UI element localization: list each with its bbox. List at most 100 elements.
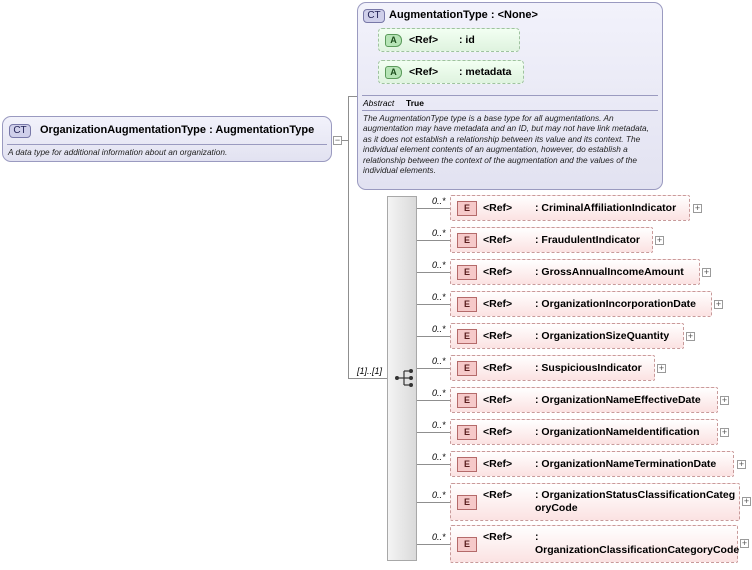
element-connector (417, 464, 450, 465)
element-organization-incorporation-date[interactable]: E <Ref> : OrganizationIncorporationDate (450, 291, 712, 317)
element-name: : CriminalAffiliationIndicator (535, 202, 677, 214)
element-organization-name-identification[interactable]: E <Ref> : OrganizationNameIdentification (450, 419, 718, 445)
element-gross-annual-income-amount[interactable]: E <Ref> : GrossAnnualIncomeAmount (450, 259, 700, 285)
attribute-name: : metadata (459, 66, 512, 78)
element-cardinality: 0..* (432, 452, 446, 462)
element-connector (417, 368, 450, 369)
element-cardinality: 0..* (432, 532, 446, 542)
element-icon: E (457, 297, 477, 312)
element-ref-label: <Ref> (483, 362, 513, 374)
abstract-divider (362, 110, 658, 111)
base-type-description: The AugmentationType type is a base type… (363, 113, 649, 176)
element-connector (417, 304, 450, 305)
element-expand-toggle[interactable]: + (693, 203, 702, 213)
element-name: : OrganizationStatusClassificationCatego… (535, 489, 736, 514)
element-cardinality: 0..* (432, 388, 446, 398)
attribute-icon: A (385, 34, 402, 47)
element-connector (417, 240, 450, 241)
main-type-title: OrganizationAugmentationType : Augmentat… (40, 124, 315, 136)
element-icon: E (457, 201, 477, 216)
sequence-cardinality: [1]..[1] (357, 366, 383, 376)
connector-trunk (348, 96, 349, 378)
element-icon: E (457, 233, 477, 248)
element-cardinality: 0..* (432, 324, 446, 334)
element-ref-label: <Ref> (483, 234, 513, 246)
connector-trunk-to-base (348, 96, 360, 97)
element-icon: E (457, 329, 477, 344)
element-suspicious-indicator[interactable]: E <Ref> : SuspiciousIndicator (450, 355, 655, 381)
element-expand-toggle[interactable]: + (740, 538, 749, 548)
abstract-label: Abstract (363, 98, 395, 108)
element-ref-label: <Ref> (483, 426, 513, 438)
base-type-divider (362, 95, 658, 96)
sequence-icon (395, 369, 413, 387)
element-organization-name-termination-date[interactable]: E <Ref> : OrganizationNameTerminationDat… (450, 451, 734, 477)
element-icon: E (457, 457, 477, 472)
element-organization-name-effective-date[interactable]: E <Ref> : OrganizationNameEffectiveDate (450, 387, 718, 413)
element-connector (417, 400, 450, 401)
attribute-ref-label: <Ref> (409, 34, 439, 46)
element-name: : GrossAnnualIncomeAmount (535, 266, 684, 278)
main-complex-type[interactable]: CT OrganizationAugmentationType : Augmen… (2, 116, 332, 162)
complex-type-icon: CT (9, 124, 31, 138)
element-cardinality: 0..* (432, 260, 446, 270)
element-ref-label: <Ref> (483, 489, 513, 501)
element-cardinality: 0..* (432, 356, 446, 366)
element-connector (417, 432, 450, 433)
attribute-icon: A (385, 66, 402, 79)
element-cardinality: 0..* (432, 228, 446, 238)
base-complex-type[interactable]: CT AugmentationType : <None> Abstract Tr… (357, 2, 663, 190)
element-criminal-affiliation-indicator[interactable]: E <Ref> : CriminalAffiliationIndicator (450, 195, 690, 221)
element-icon: E (457, 495, 477, 510)
element-name: : OrganizationNameIdentification (535, 426, 700, 438)
element-expand-toggle[interactable]: + (655, 235, 664, 245)
attribute-metadata[interactable]: A <Ref> : metadata (378, 60, 524, 84)
element-expand-toggle[interactable]: + (742, 496, 751, 506)
attribute-ref-label: <Ref> (409, 66, 439, 78)
attribute-id[interactable]: A <Ref> : id (378, 28, 520, 52)
complex-type-icon: CT (363, 9, 385, 23)
element-name: : OrganizationIncorporationDate (535, 298, 697, 310)
element-cardinality: 0..* (432, 196, 446, 206)
element-icon: E (457, 425, 477, 440)
element-icon: E (457, 537, 477, 552)
element-fraudulent-indicator[interactable]: E <Ref> : FraudulentIndicator (450, 227, 653, 253)
element-expand-toggle[interactable]: + (686, 331, 695, 341)
element-connector (417, 502, 450, 503)
element-expand-toggle[interactable]: + (737, 459, 746, 469)
element-organization-size-quantity[interactable]: E <Ref> : OrganizationSizeQuantity (450, 323, 684, 349)
main-type-collapse-toggle[interactable]: − (333, 135, 342, 145)
connector-trunk-to-sequence (348, 378, 388, 379)
element-cardinality: 0..* (432, 292, 446, 302)
element-ref-label: <Ref> (483, 298, 513, 310)
element-name: : OrganizationClassificationCategoryCode (535, 531, 740, 556)
main-type-divider (7, 144, 327, 145)
element-connector (417, 272, 450, 273)
element-name: : SuspiciousIndicator (535, 362, 642, 374)
abstract-value: True (406, 98, 424, 108)
element-icon: E (457, 265, 477, 280)
element-connector (417, 208, 450, 209)
element-ref-label: <Ref> (483, 330, 513, 342)
element-connector (417, 544, 450, 545)
element-connector (417, 336, 450, 337)
element-cardinality: 0..* (432, 490, 446, 500)
element-expand-toggle[interactable]: + (720, 395, 729, 405)
element-name: : OrganizationSizeQuantity (535, 330, 670, 342)
connector-main-to-trunk (342, 140, 348, 141)
element-icon: E (457, 393, 477, 408)
element-expand-toggle[interactable]: + (657, 363, 666, 373)
element-expand-toggle[interactable]: + (714, 299, 723, 309)
element-organization-status-classification-category-code[interactable]: E <Ref> : OrganizationStatusClassificati… (450, 483, 740, 521)
element-ref-label: <Ref> (483, 202, 513, 214)
element-expand-toggle[interactable]: + (702, 267, 711, 277)
element-organization-classification-category-code[interactable]: E <Ref> : OrganizationClassificationCate… (450, 525, 740, 563)
base-type-title: AugmentationType : <None> (389, 9, 538, 21)
main-type-description: A data type for additional information a… (8, 147, 228, 157)
element-ref-label: <Ref> (483, 531, 513, 543)
element-ref-label: <Ref> (483, 394, 513, 406)
attribute-name: : id (459, 34, 475, 46)
element-expand-toggle[interactable]: + (720, 427, 729, 437)
element-name: : OrganizationNameEffectiveDate (535, 394, 701, 406)
element-ref-label: <Ref> (483, 458, 513, 470)
